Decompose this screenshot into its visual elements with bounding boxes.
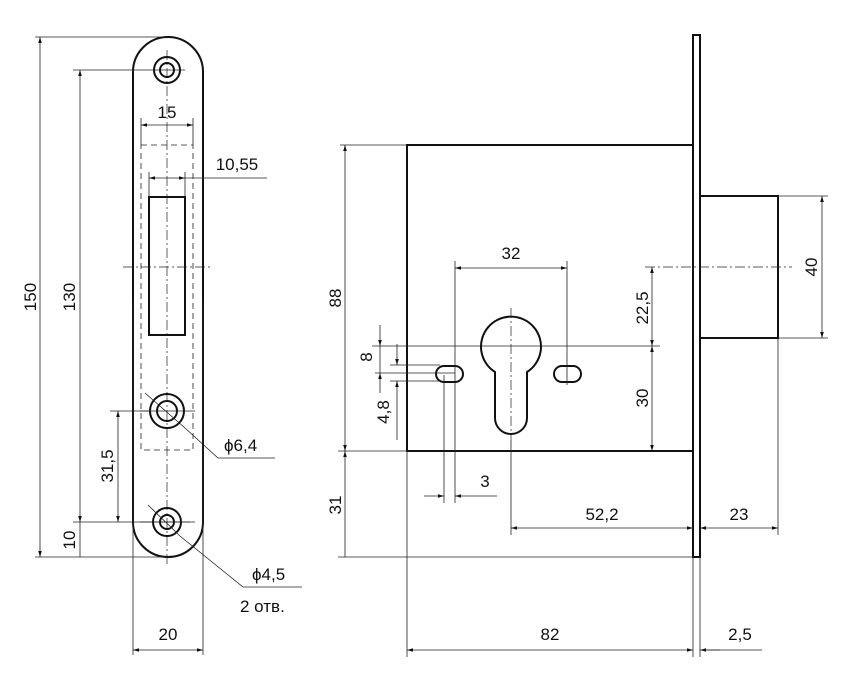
dim-82: 82 [541, 625, 560, 644]
dim-15: 15 [158, 103, 177, 122]
dim-150: 150 [21, 283, 40, 311]
dim-23: 23 [730, 505, 749, 524]
dim-88: 88 [326, 289, 345, 308]
dim-130: 130 [60, 283, 79, 311]
dim-8: 8 [357, 352, 376, 361]
callout-mid-hole: ϕ6,4 [224, 436, 257, 455]
dim-3: 3 [480, 472, 489, 491]
dim-32: 32 [502, 244, 521, 263]
lock-body: 32 88 31 22,5 30 40 8 4,8 3 52,2 23 82 2… [326, 34, 828, 657]
dim-2-5: 2,5 [728, 625, 752, 644]
dim-22-5: 22,5 [633, 291, 652, 324]
dim-10: 10 [60, 531, 79, 550]
dim-20: 20 [159, 625, 178, 644]
faceplate [692, 34, 701, 558]
mount-slot-left [435, 365, 464, 383]
dim-31: 31 [326, 496, 345, 515]
callout-end-holes-count: 2 отв. [240, 597, 285, 616]
dim-10-55: 10,55 [216, 155, 259, 174]
plate-outline [132, 36, 204, 558]
dim-40: 40 [802, 258, 821, 277]
dim-31-5: 31,5 [98, 449, 117, 482]
dim-30: 30 [633, 389, 652, 408]
strike-plate: 150 130 10 31,5 15 10,55 20 ϕ6,4 ϕ4,5 2 … [21, 36, 302, 655]
dim-52-2: 52,2 [585, 505, 618, 524]
callout-end-holes: ϕ4,5 [252, 565, 285, 584]
cylinder-keyhole [480, 315, 542, 435]
mount-slot-right [553, 365, 582, 383]
dim-4-8: 4,8 [374, 400, 393, 424]
